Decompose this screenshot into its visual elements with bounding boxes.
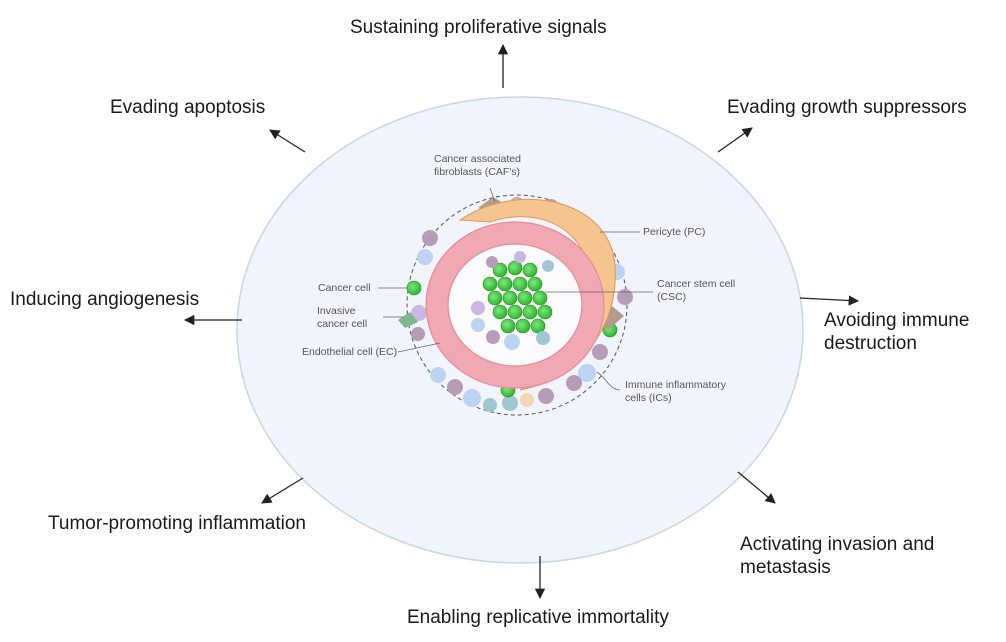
immune-cell bbox=[430, 367, 446, 383]
immune-cell bbox=[578, 364, 596, 382]
label-cancer-associated-fibroblasts: Cancer associated fibroblasts (CAF's) bbox=[434, 153, 521, 178]
immune-cell bbox=[502, 395, 518, 411]
immune-cell bbox=[417, 249, 433, 265]
arrow-bottom-left bbox=[261, 477, 304, 504]
label-immune-inflammatory-cells: Immune inflammatory cells (ICs) bbox=[625, 379, 726, 404]
hallmark-sustaining-proliferative-signals: Sustaining proliferative signals bbox=[350, 17, 607, 38]
hallmark-inducing-angiogenesis: Inducing angiogenesis bbox=[10, 289, 200, 310]
cancer-cell-cluster bbox=[482, 260, 553, 334]
immune-cell bbox=[617, 289, 633, 305]
label-pericyte: Pericyte (PC) bbox=[643, 226, 706, 238]
immune-cell bbox=[463, 389, 481, 407]
immune-cell bbox=[411, 305, 427, 321]
hallmark-enabling-replicative-immortality: Enabling replicative immortality bbox=[407, 607, 669, 628]
immune-cell bbox=[566, 375, 582, 391]
label-invasive-cancer-cell: Invasive cancer cell bbox=[317, 305, 368, 330]
fibroblast bbox=[398, 312, 418, 328]
arrow-top-left bbox=[269, 129, 306, 153]
cancer-cell bbox=[406, 280, 422, 296]
endothelial-ring bbox=[426, 222, 604, 388]
hallmark-evading-apoptosis: Evading apoptosis bbox=[110, 97, 266, 118]
arrow-right bbox=[799, 295, 860, 306]
endothelial-ring-inner bbox=[447, 243, 583, 367]
lumen-immune-cells bbox=[471, 251, 554, 350]
endothelial-ring-outer bbox=[425, 221, 605, 389]
immune-cell bbox=[483, 398, 497, 412]
hallmark-tumor-promoting-inflammation: Tumor-promoting inflammation bbox=[48, 513, 306, 534]
arrow-top-right bbox=[717, 127, 753, 153]
arrow-bottom-right bbox=[737, 471, 776, 504]
hallmark-evading-growth-suppressors: Evading growth suppressors bbox=[727, 97, 967, 118]
microenvironment-boundary bbox=[406, 194, 628, 416]
label-cancer-stem-cell: Cancer stem cell (CSC) bbox=[657, 278, 736, 303]
immune-cell bbox=[592, 344, 608, 360]
immune-cell bbox=[538, 388, 554, 404]
leader-lines bbox=[378, 187, 653, 391]
hallmark-avoiding-immune-destruction: Avoiding immune destruction bbox=[824, 310, 970, 354]
immune-cell bbox=[520, 393, 534, 407]
hallmark-arrows bbox=[183, 43, 860, 600]
label-endothelial-cell: Endothelial cell (EC) bbox=[302, 346, 398, 358]
immune-cell bbox=[447, 379, 463, 395]
immune-cell bbox=[422, 230, 438, 246]
label-cancer-cell: Cancer cell bbox=[318, 282, 371, 294]
hallmark-activating-invasion-metastasis: Activating invasion and metastasis bbox=[740, 534, 935, 578]
immune-cell bbox=[411, 327, 425, 341]
